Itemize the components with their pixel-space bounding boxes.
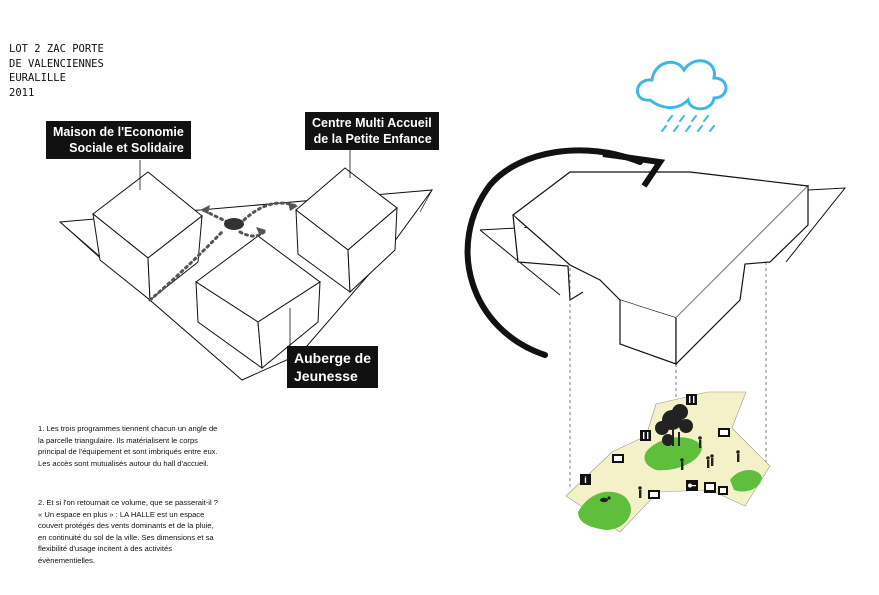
label-line: Jeunesse: [294, 368, 358, 384]
label-line: Auberge de: [294, 350, 372, 366]
title-line: LOT 2 ZAC PORTE: [9, 43, 104, 55]
label-centre: Centre Multi Accueil de la Petite Enfanc…: [305, 112, 439, 150]
cloud-icon: [636, 59, 728, 111]
grass-areas: [578, 437, 762, 530]
label-line: Maison de l'Economie: [53, 125, 184, 139]
label-line: Sociale et Solidaire: [69, 141, 184, 155]
halle-volume: [512, 171, 810, 366]
svg-text:i: i: [584, 475, 587, 485]
label-auberge: Auberge de Jeunesse: [287, 346, 379, 388]
title-line: EURALILLE: [9, 72, 66, 84]
rain-icon: [661, 115, 715, 132]
arrow-heads: [200, 202, 298, 236]
title-line: 2011: [9, 86, 35, 99]
label-maison: Maison de l'Economie Sociale et Solidair…: [46, 121, 191, 159]
auberge-volume: [195, 235, 321, 370]
info-icon: i: [580, 474, 591, 485]
title-line: DE VALENCIENNES: [9, 57, 104, 70]
animal-icon: [600, 496, 611, 503]
restaurant-icon: [640, 394, 697, 441]
label-line: de la Petite Enfance: [313, 132, 432, 146]
key-icon: [686, 480, 698, 491]
note-1: 1. Les trois programmes tiennent chacun …: [38, 424, 218, 468]
screen-icons: [612, 428, 730, 499]
title-block: LOT 2 ZAC PORTE DE VALENCIENNES EURALILL…: [9, 42, 104, 100]
tree-icon: [655, 404, 693, 446]
rotation-arrow-icon: [464, 147, 643, 358]
rotation-arrow-head: [602, 151, 666, 188]
centre-volume: [295, 167, 398, 294]
tv-icon: [704, 482, 728, 495]
label-line: Centre Multi Accueil: [312, 116, 432, 130]
people-icon: [638, 436, 740, 498]
label-leaders: [139, 150, 351, 348]
note-2: 2. Et si l'on retournait ce volume, que …: [38, 498, 218, 565]
maison-volume: [92, 171, 203, 302]
accueil-hall-marker: [224, 218, 244, 230]
